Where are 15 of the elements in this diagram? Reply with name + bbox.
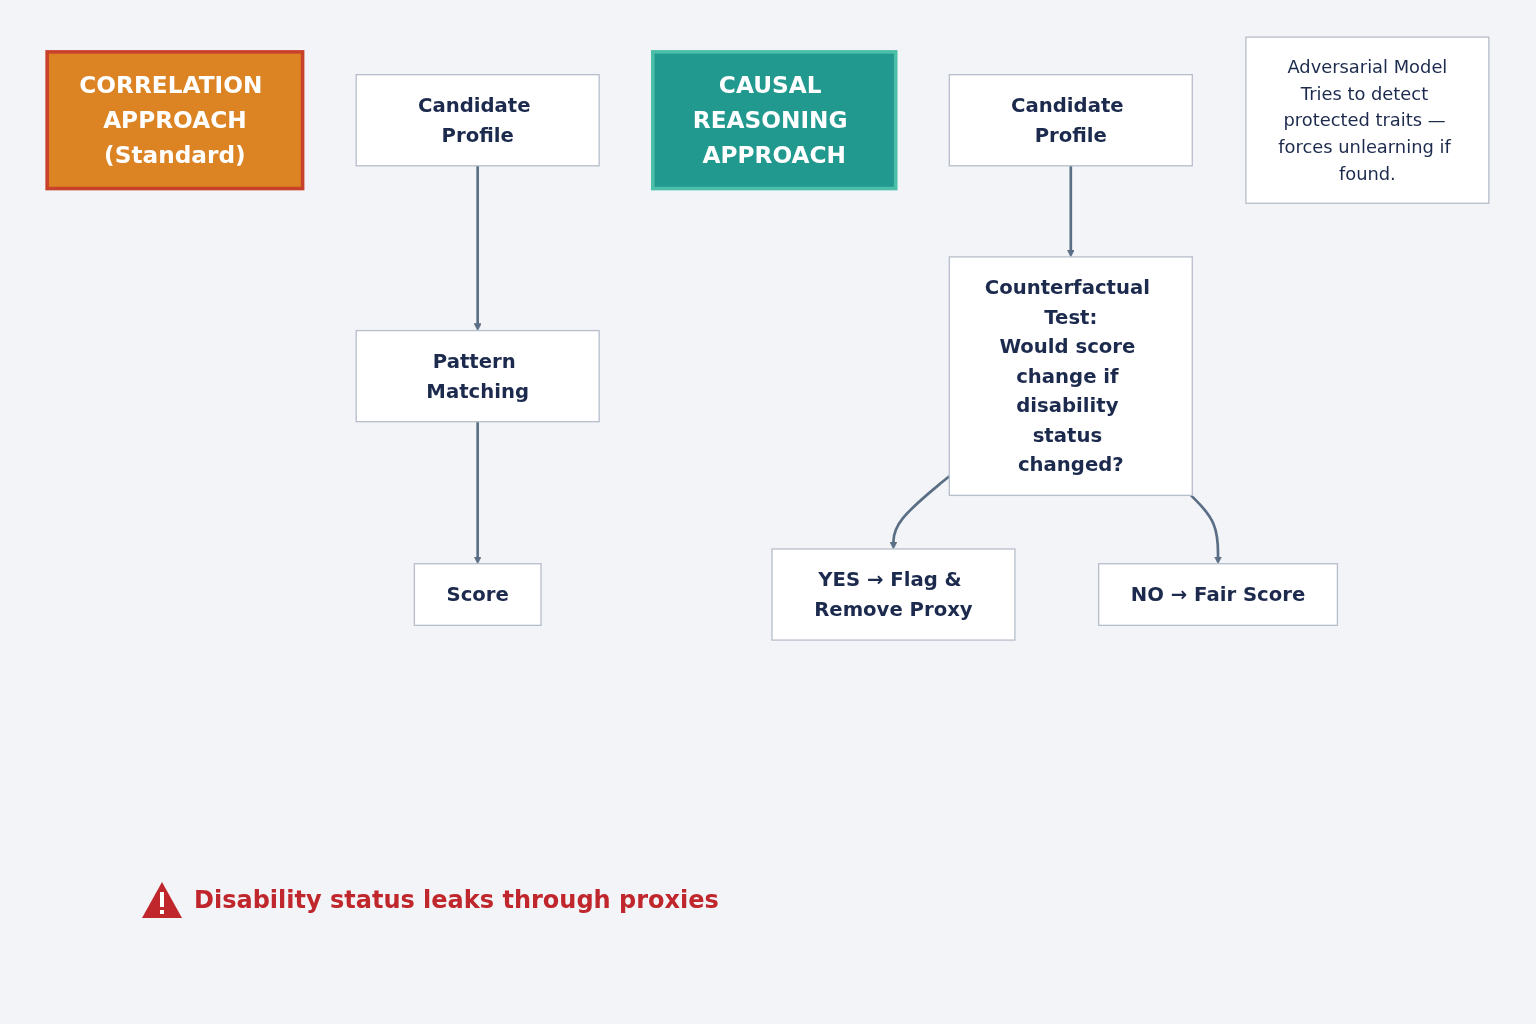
node-box: CAUSAL REASONING APPROACH [650,50,898,191]
node-box: Candidate Profile [355,74,600,167]
arrow [1066,165,1075,258]
arrow [1190,494,1222,565]
arrow [473,421,482,565]
node-box: Score [413,563,542,626]
node-box: Adversarial Model Tries to detect protected traits — forces unlearning if found. [1245,36,1490,204]
node-box: Candidate Profile [948,74,1193,167]
node-box: YES → Flag & Remove Proxy [771,548,1016,641]
node-box: NO → Fair Score [1098,563,1339,626]
arrow [473,165,482,331]
node-box: CORRELATION APPROACH (Standard) [45,50,305,191]
warning-note: Disability status leaks through proxies [194,886,719,914]
node-box: Counterfactual Test: Would score change if disability status changed? [948,256,1193,497]
node-box: Pattern Matching [355,329,600,423]
